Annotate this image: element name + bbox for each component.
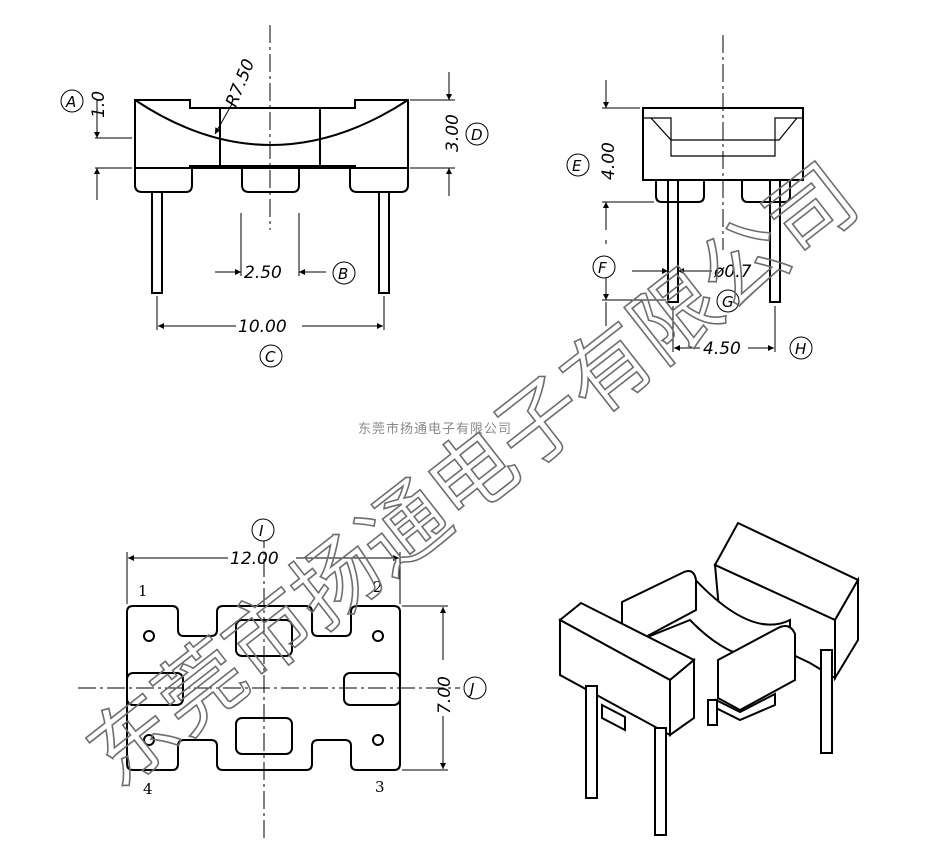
dim-e-value: 4.00 xyxy=(599,142,619,180)
side-pin-right xyxy=(769,179,781,303)
side-inner-slope xyxy=(650,117,798,141)
side-foot-right xyxy=(741,180,791,203)
label-i: I xyxy=(259,522,264,540)
front-pin-left xyxy=(151,191,163,294)
front-saddle-arc xyxy=(134,99,409,146)
iso-mid-block-left xyxy=(621,570,697,642)
iso-pin-1 xyxy=(585,685,598,799)
dim-b-value: 2.50 xyxy=(244,263,282,283)
bottom-slot-bottom xyxy=(235,717,293,755)
front-body-center xyxy=(219,107,321,167)
front-body-right xyxy=(319,99,409,169)
label-c: C xyxy=(265,348,276,366)
isometric-view xyxy=(558,521,860,836)
iso-foot-front-left xyxy=(601,703,626,732)
dim-d-value: 3.00 xyxy=(443,114,463,152)
watermark-small: 东莞市扬通电子有限公司 xyxy=(358,421,512,437)
pin-label-4: 4 xyxy=(143,780,153,798)
side-foot-left xyxy=(655,180,705,203)
label-i-circle xyxy=(251,518,275,542)
dim-radius-value: R7.50 xyxy=(222,56,259,110)
dim-h-value: 4.50 xyxy=(703,339,741,359)
iso-pin-4 xyxy=(707,699,718,726)
label-j-circle xyxy=(463,676,487,700)
bottom-slot-top xyxy=(235,619,293,657)
dim-j-value: 7.00 xyxy=(435,676,455,714)
label-j: J xyxy=(467,680,474,698)
front-view: 1.0 A R7.50 3.00 D 2.50 B 10.00 C xyxy=(60,25,489,368)
front-foot-center xyxy=(241,168,300,193)
label-e-circle xyxy=(566,153,590,177)
pin-hole-2 xyxy=(372,630,384,642)
iso-pin-3 xyxy=(820,649,833,754)
pin-hole-4 xyxy=(143,734,155,746)
label-h: H xyxy=(795,340,806,358)
iso-front-side xyxy=(669,657,695,737)
label-g: G xyxy=(722,293,734,311)
pin-label-2: 2 xyxy=(373,578,383,596)
iso-mid-block-right xyxy=(717,625,796,712)
label-a: A xyxy=(65,93,76,111)
pin-hole-1 xyxy=(143,630,155,642)
dim-a-value: 1.0 xyxy=(89,91,109,118)
label-h-circle xyxy=(789,336,813,360)
label-a-circle xyxy=(60,89,84,113)
label-d-circle xyxy=(465,122,489,146)
side-inner-line xyxy=(643,117,803,157)
side-body xyxy=(642,107,804,181)
bottom-outline xyxy=(126,605,401,771)
label-b-circle xyxy=(332,261,356,285)
pin-hole-3 xyxy=(372,734,384,746)
label-f-circle xyxy=(592,255,616,279)
pin-label-3: 3 xyxy=(375,778,385,796)
dim-i-value: 12.00 xyxy=(230,549,279,569)
bottom-slot-left xyxy=(126,672,184,706)
iso-pin-2 xyxy=(654,727,667,836)
label-c-circle xyxy=(259,344,283,368)
bottom-view: 1 2 3 4 12.00 I 7.00 J xyxy=(78,518,487,840)
label-b: B xyxy=(338,265,348,283)
front-foot-left xyxy=(134,168,193,193)
label-d: D xyxy=(471,126,483,144)
label-g-circle xyxy=(716,289,740,313)
dim-pin-dia-value: ø0.7 xyxy=(713,262,752,282)
dim-c-value: 10.00 xyxy=(238,317,287,337)
label-f: F xyxy=(598,259,607,277)
side-pin-left xyxy=(667,179,679,303)
pin-label-1: 1 xyxy=(138,582,148,600)
label-e: E xyxy=(572,157,582,175)
front-body-outline xyxy=(134,99,221,169)
bottom-slot-right xyxy=(343,672,401,706)
front-pin-right xyxy=(378,191,390,294)
front-foot-right xyxy=(349,168,409,193)
side-view: 4.00 E F ø0.7 G 4.50 H xyxy=(566,35,813,360)
